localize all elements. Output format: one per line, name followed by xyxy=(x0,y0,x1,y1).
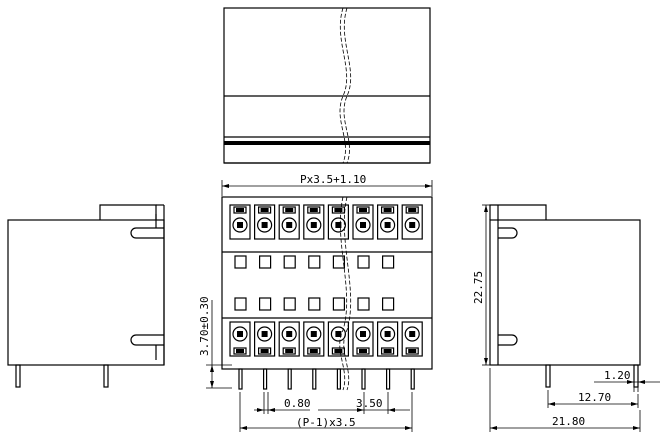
terminal-block-10 xyxy=(254,321,276,357)
pin-2 xyxy=(263,368,268,390)
pin-5 xyxy=(336,368,341,390)
right-latch-bottom xyxy=(498,334,518,346)
window-upper-2 xyxy=(259,255,272,269)
terminal-block-14 xyxy=(352,321,374,357)
upper-terminal-row xyxy=(229,204,423,240)
terminal-block-2 xyxy=(254,204,276,240)
pin-1 xyxy=(238,368,243,390)
left-side-pin-1 xyxy=(15,364,21,388)
terminal-block-1 xyxy=(229,204,251,240)
window-upper-3 xyxy=(283,255,296,269)
pin-4 xyxy=(312,368,317,390)
left-side-pin-2 xyxy=(103,364,109,388)
dim-pitch: 3.50 xyxy=(356,397,383,410)
right-side-view: 22.75 1.20 12.70 21.80 xyxy=(472,204,660,432)
dim-overall-depth: 21.80 xyxy=(552,415,585,428)
right-side-pin-2 xyxy=(633,364,639,388)
terminal-block-7 xyxy=(377,204,399,240)
window-lower-1 xyxy=(234,297,247,311)
lower-terminal-row xyxy=(229,321,423,357)
dim-pin-depth: 12.70 xyxy=(578,391,611,404)
window-lower-6 xyxy=(357,297,370,311)
front-view-body xyxy=(221,196,433,370)
break-line xyxy=(339,7,348,164)
right-side-pin-1 xyxy=(545,364,551,388)
dim-pitch-width: Px3.5+1.10 xyxy=(300,173,366,186)
window-row xyxy=(234,255,395,311)
dim-pin-thickness: 1.20 xyxy=(604,369,631,382)
top-view-body xyxy=(223,7,431,164)
pin-6 xyxy=(361,368,366,390)
right-latch-top xyxy=(498,227,518,239)
window-lower-5 xyxy=(332,297,345,311)
terminal-block-16 xyxy=(401,321,423,357)
window-lower-3 xyxy=(283,297,296,311)
left-side-body xyxy=(7,219,165,366)
terminal-block-13 xyxy=(327,321,349,357)
pin-8 xyxy=(410,368,415,390)
terminal-block-3 xyxy=(278,204,300,240)
terminal-block-11 xyxy=(278,321,300,357)
window-upper-4 xyxy=(308,255,321,269)
window-lower-7 xyxy=(382,297,395,311)
terminal-block-15 xyxy=(377,321,399,357)
window-lower-2 xyxy=(259,297,272,311)
dim-pin-width: 0.80 xyxy=(284,397,311,410)
front-view: Px3.5+1.10 3.70±0.30 0.80 3.50 (P-1)x3.5 xyxy=(198,173,433,432)
dim-row-offset: 3.70±0.30 xyxy=(198,296,211,356)
terminal-block-9 xyxy=(229,321,251,357)
pin-3 xyxy=(287,368,292,390)
left-latch-bottom xyxy=(130,334,164,346)
left-side-view xyxy=(7,204,165,388)
terminal-block-4 xyxy=(303,204,325,240)
terminal-block-6 xyxy=(352,204,374,240)
left-latch-top xyxy=(130,227,164,239)
top-view xyxy=(223,7,431,164)
dim-pin-span: (P-1)x3.5 xyxy=(296,416,356,429)
terminal-block-5 xyxy=(327,204,349,240)
dim-height: 22.75 xyxy=(472,271,485,304)
window-lower-4 xyxy=(308,297,321,311)
window-upper-6 xyxy=(357,255,370,269)
terminal-block-8 xyxy=(401,204,423,240)
pin-row xyxy=(238,368,415,390)
terminal-block-12 xyxy=(303,321,325,357)
window-upper-5 xyxy=(332,255,345,269)
window-upper-1 xyxy=(234,255,247,269)
window-upper-7 xyxy=(382,255,395,269)
pin-7 xyxy=(386,368,391,390)
right-side-body xyxy=(489,219,641,366)
